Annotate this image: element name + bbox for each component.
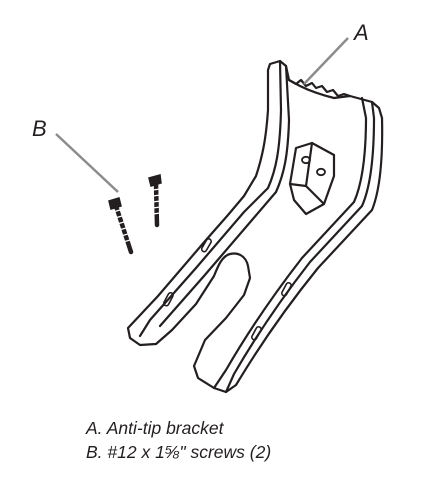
bracket-mount-plate-edge: [288, 141, 326, 206]
callout-b-leader: [55, 133, 119, 193]
bracket-left-wall-inner: [158, 64, 291, 328]
screw-left-thread: [112, 209, 131, 243]
assembly-illustration: A B: [32, 20, 384, 394]
bracket-slot-1: [200, 238, 212, 253]
screw-right-thread: [152, 188, 161, 215]
callout-b-label: B: [32, 116, 47, 141]
bracket-slot-4: [251, 325, 262, 341]
screw-right: [148, 174, 162, 228]
bracket-slot-3: [281, 281, 292, 297]
callout-a-leader: [303, 37, 349, 85]
bracket-left-wall-fold: [138, 59, 283, 338]
bracket-slot-2: [163, 291, 174, 307]
bracket-right-wall-inner: [212, 96, 368, 390]
screw-left: [108, 197, 134, 255]
legend-item-a: A. Anti-tip bracket: [86, 418, 224, 438]
bracket-torn-edge: [287, 78, 352, 98]
screw-icon: [108, 174, 162, 255]
legend-item-b: B. #12 x 1⅝" screws (2): [86, 442, 272, 462]
bracket-plate-hole-2: [316, 167, 326, 177]
anti-tip-bracket-icon: [126, 59, 384, 394]
bracket-plate-hole-1: [301, 155, 311, 165]
callout-a-label: A: [352, 20, 369, 45]
screw-right-shank: [153, 181, 160, 228]
bracket-right-wall-fold: [224, 100, 376, 394]
bracket-outline: [126, 59, 384, 394]
